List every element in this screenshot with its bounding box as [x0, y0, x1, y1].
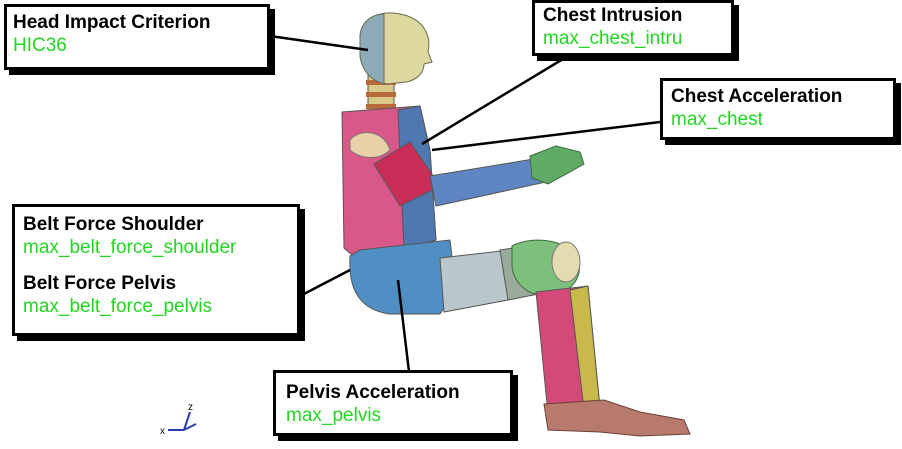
leader-belt — [300, 270, 350, 296]
leader-head — [270, 36, 368, 50]
leader-lines — [270, 36, 660, 380]
axis-triad: z x — [160, 402, 196, 437]
leader-chest-intrusion — [422, 56, 568, 144]
callout-belt-forces: Belt Force Shoulder max_belt_force_shoul… — [12, 204, 300, 336]
axis-z-label: z — [188, 402, 193, 413]
leader-chest-acceleration — [432, 122, 660, 150]
callout-chest-intrusion-value: max_chest_intru — [543, 27, 723, 50]
dummy-hand — [530, 146, 584, 184]
callout-pelvis-value: max_pelvis — [286, 404, 500, 427]
callout-belt-pelvis-title: Belt Force Pelvis — [23, 272, 289, 295]
dummy-lower-leg — [536, 286, 600, 414]
callout-pelvis-acceleration: Pelvis Acceleration max_pelvis — [273, 370, 513, 436]
axis-x-label: x — [160, 426, 165, 437]
callout-chest-intrusion: Chest Intrusion max_chest_intru — [532, 0, 734, 56]
callout-chest-acceleration: Chest Acceleration max_chest — [660, 78, 896, 140]
callout-chest-acceleration-value: max_chest — [671, 108, 885, 131]
callout-head-title: Head Impact Criterion — [13, 11, 261, 34]
dummy-forearm — [430, 158, 546, 206]
callout-belt-pelvis-value: max_belt_force_pelvis — [23, 295, 289, 318]
callout-belt-shoulder-value: max_belt_force_shoulder — [23, 236, 289, 259]
callout-head-value: HIC36 — [13, 34, 261, 57]
dummy-head — [360, 13, 432, 84]
callout-chest-intrusion-title: Chest Intrusion — [543, 4, 723, 27]
callout-head-impact: Head Impact Criterion HIC36 — [4, 4, 270, 70]
callout-pelvis-title: Pelvis Acceleration — [286, 381, 500, 404]
dummy-foot — [544, 400, 690, 436]
callout-chest-acceleration-title: Chest Acceleration — [671, 85, 885, 108]
dummy-pelvis — [350, 240, 456, 314]
callout-belt-shoulder-title: Belt Force Shoulder — [23, 213, 289, 236]
